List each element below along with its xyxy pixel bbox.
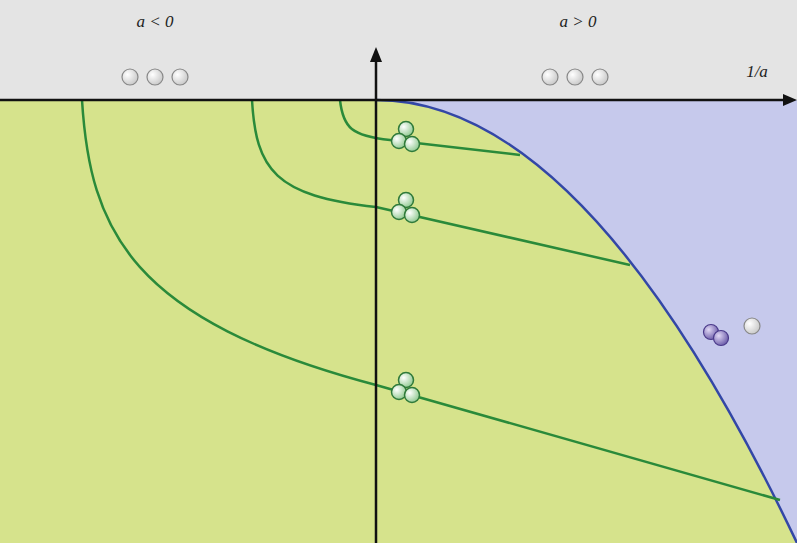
- trimer-region: [0, 100, 797, 543]
- dimer-region: [376, 100, 797, 543]
- top-band: [0, 0, 797, 100]
- free-atoms: [122, 69, 760, 334]
- dimer: [704, 325, 729, 346]
- regime-label: a < 0: [137, 12, 174, 32]
- efimov-levels: [82, 100, 780, 500]
- axis-label: 1/a: [746, 62, 768, 82]
- regime-label: a > 0: [560, 12, 597, 32]
- dimer-threshold: [376, 100, 797, 543]
